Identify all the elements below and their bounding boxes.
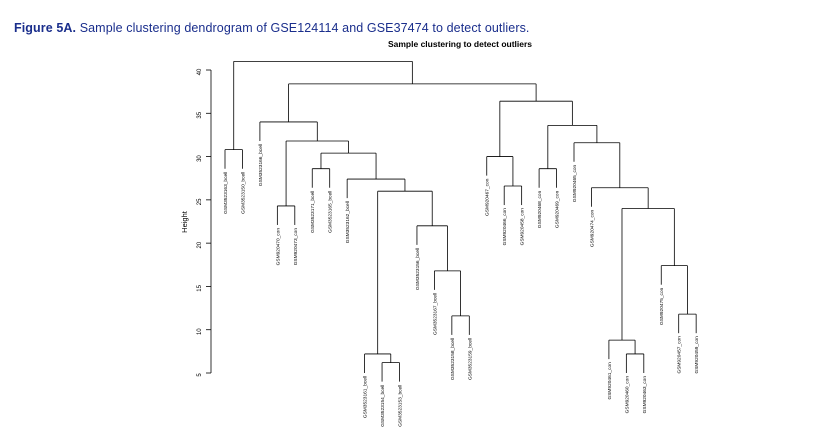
leaf-label: GSM3523159_bcell [467, 338, 473, 380]
leaf-label: GSM920470_con [275, 228, 281, 266]
leaf-label: GSM920469_con [555, 190, 561, 228]
leaf-label: GSM3523165_bcell [328, 191, 334, 233]
y-tick-label: 20 [197, 241, 203, 248]
chart-title: Sample clustering to detect outliers [388, 39, 532, 49]
y-tick-label: 10 [197, 328, 203, 335]
leaf-label: GSM920457_con [677, 336, 683, 374]
leaf-label: GSM920465_con [572, 164, 578, 202]
leaf-label: GSM3523162_bcell [345, 201, 351, 243]
leaf-label: GSM3523153_bcell [398, 385, 404, 427]
leaf-label: GSM3523161_bcell [363, 376, 369, 418]
y-tick-label: 15 [197, 284, 203, 291]
leaf-label: GSM920466_con [502, 208, 508, 246]
leaf-label: GSM920463_con [642, 376, 648, 414]
leaf-label: GSM3523150_bcell [240, 172, 246, 214]
leaf-label: GSM3523163_bcell [223, 172, 229, 214]
y-tick-label: 35 [197, 111, 203, 118]
leaf-label: GSM3523167_bcell [432, 293, 438, 335]
y-axis-label: Height [180, 210, 189, 233]
leaf-label: GSM3523158_bcell [450, 338, 456, 380]
leaf-label: GSM920460_con [624, 376, 630, 414]
leaf-label: GSM3523166_bcell [258, 144, 264, 186]
figure-caption: Figure 5A. Sample clustering dendrogram … [14, 21, 530, 35]
leaf-label: GSM3523171_bcell [310, 191, 316, 233]
leaf-label: GSM920474_con [589, 209, 595, 247]
y-tick-label: 25 [197, 198, 203, 205]
leaf-label: GSM920467_con [485, 178, 491, 216]
figure-caption-label: Figure 5A. [14, 20, 77, 35]
y-tick-label: 40 [197, 68, 203, 75]
leaf-label: GSM920461_con [607, 362, 613, 400]
leaf-label: GSM920468_con [537, 190, 543, 228]
leaf-label: GSM920473_con [293, 228, 299, 266]
leaf-label: GSM3523156_bcell [415, 248, 421, 290]
y-tick-label: 5 [197, 373, 203, 377]
figure-caption-text: Sample clustering dendrogram of GSE12411… [76, 20, 530, 35]
leaf-label: GSM3523154_bcell [380, 385, 386, 427]
leaf-label: GSM920458_con [520, 208, 526, 246]
leaf-label: GSM920459_con [694, 336, 700, 374]
y-tick-label: 30 [197, 155, 203, 162]
leaf-label: GSM920475_con [659, 287, 665, 325]
